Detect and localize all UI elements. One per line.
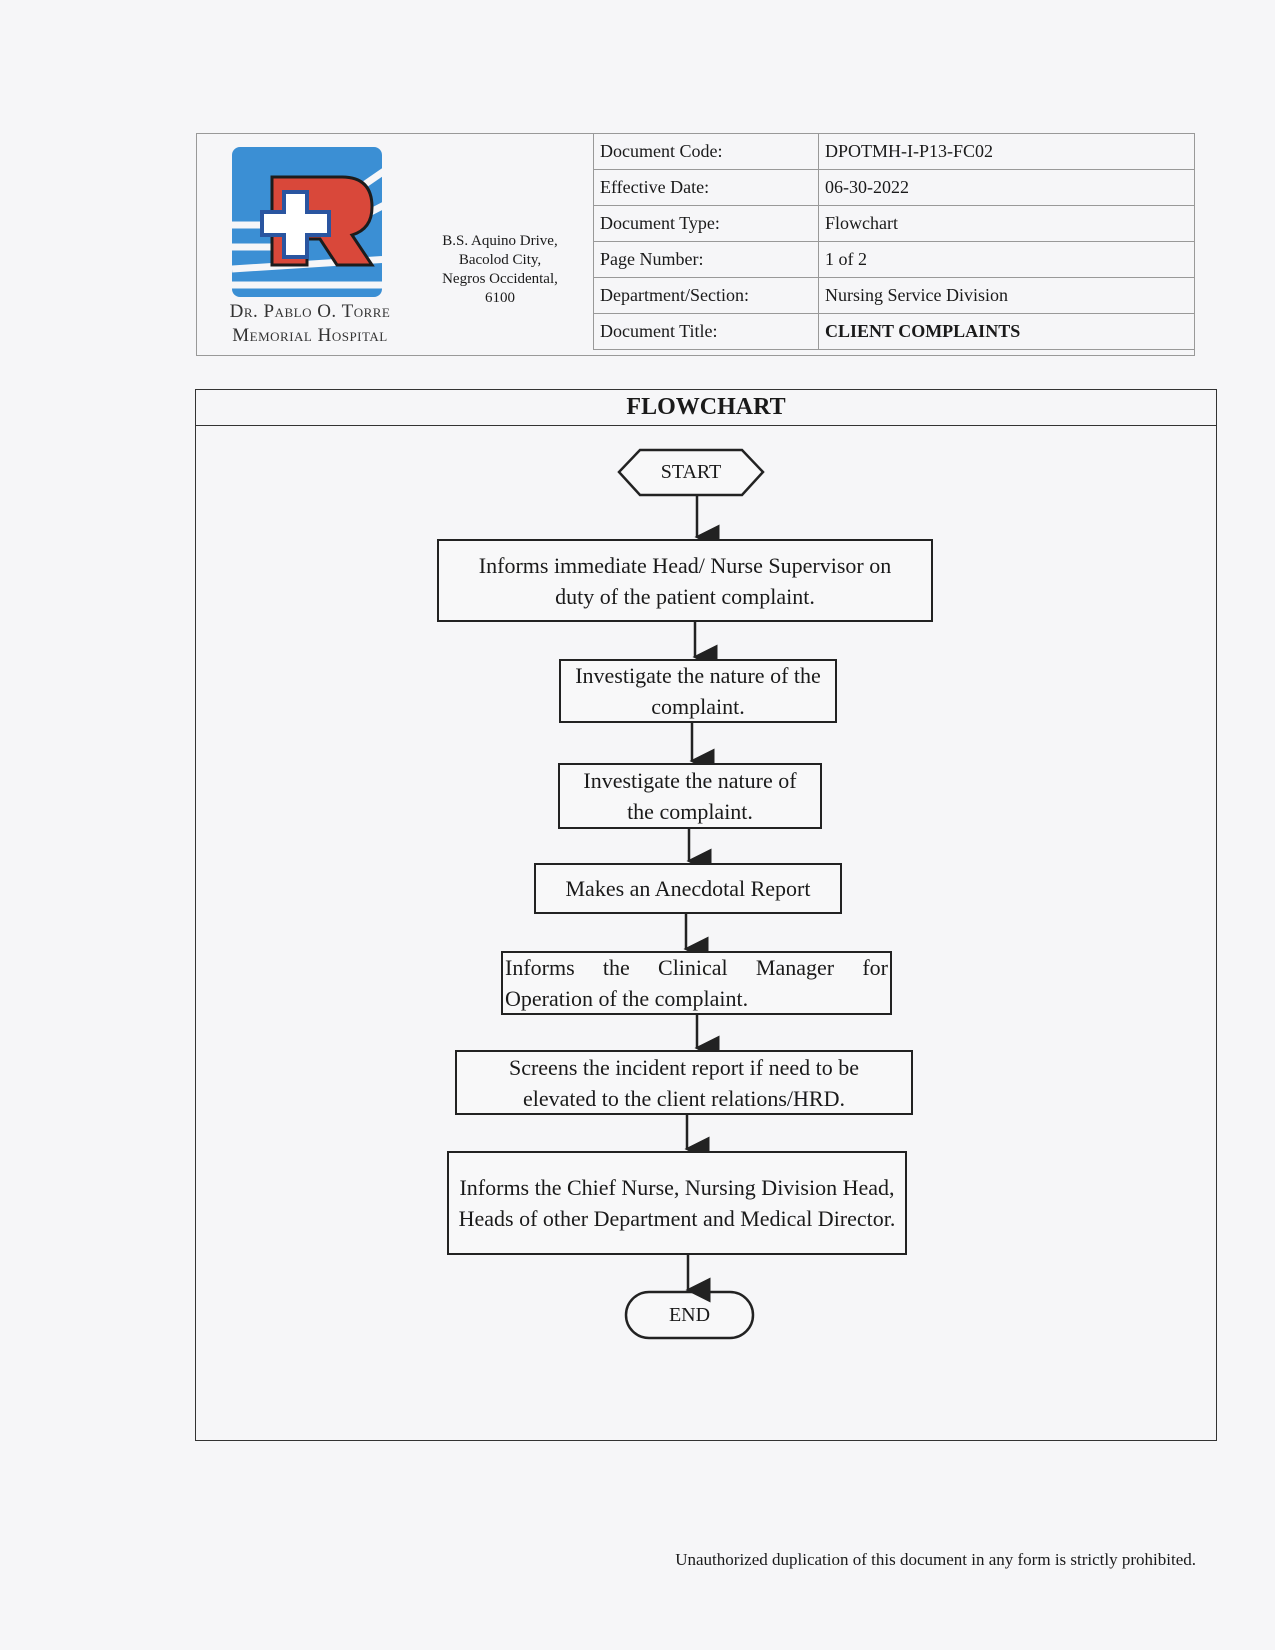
flowchart-title: FLOWCHART [195, 389, 1217, 426]
start-terminal: START [660, 461, 722, 483]
table-row: Effective Date:06-30-2022 [593, 169, 1195, 206]
field-value: CLIENT COMPLAINTS [818, 313, 1195, 350]
hospital-address: B.S. Aquino Drive, Bacolod City, Negros … [425, 232, 575, 308]
document-info-table: Document Code:DPOTMH-I-P13-FC02 Effectiv… [593, 133, 1195, 350]
field-value: 1 of 2 [818, 241, 1195, 278]
address-line: Bacolod City, [458, 252, 542, 268]
hospital-logo [232, 147, 390, 297]
flow-step: Makes an Anecdotal Report [534, 863, 842, 914]
footer-notice: Unauthorized duplication of this documen… [675, 1550, 1196, 1569]
flow-step: Screens the incident report if need to b… [455, 1050, 913, 1115]
field-value: DPOTMH-I-P13-FC02 [818, 133, 1195, 170]
field-label: Effective Date: [593, 169, 819, 206]
address-line: 6100 [485, 290, 515, 306]
table-row: Document Type:Flowchart [593, 205, 1195, 242]
field-label: Department/Section: [593, 277, 819, 314]
table-row: Page Number:1 of 2 [593, 241, 1195, 278]
address-line: B.S. Aquino Drive, [442, 233, 558, 249]
field-value: 06-30-2022 [818, 169, 1195, 206]
end-terminal: END [668, 1303, 711, 1326]
address-line: Negros Occidental, [442, 271, 558, 287]
field-label: Document Type: [593, 205, 819, 242]
flow-step: Investigate the nature of the complaint. [558, 763, 822, 829]
start-terminal-shape [617, 448, 765, 497]
flow-step: Informs immediate Head/ Nurse Supervisor… [437, 539, 933, 622]
field-label: Document Code: [593, 133, 819, 170]
table-row: Department/Section:Nursing Service Divis… [593, 277, 1195, 314]
flow-step: Informs the Clinical Manager for Operati… [501, 951, 892, 1015]
hospital-name-line1: Dr. Pablo O. Torre [229, 301, 391, 322]
flow-step: Investigate the nature of the complaint. [559, 659, 837, 723]
hospital-name-line2: Memorial Hospital [232, 325, 388, 346]
table-row: Document Code:DPOTMH-I-P13-FC02 [593, 133, 1195, 170]
table-row: Document Title:CLIENT COMPLAINTS [593, 313, 1195, 350]
flowchart-frame [195, 389, 1217, 1441]
flow-step: Informs the Chief Nurse, Nursing Divisio… [447, 1151, 907, 1255]
field-value: Nursing Service Division [818, 277, 1195, 314]
hospital-name: Dr. Pablo O. Torre Memorial Hospital [205, 300, 415, 348]
